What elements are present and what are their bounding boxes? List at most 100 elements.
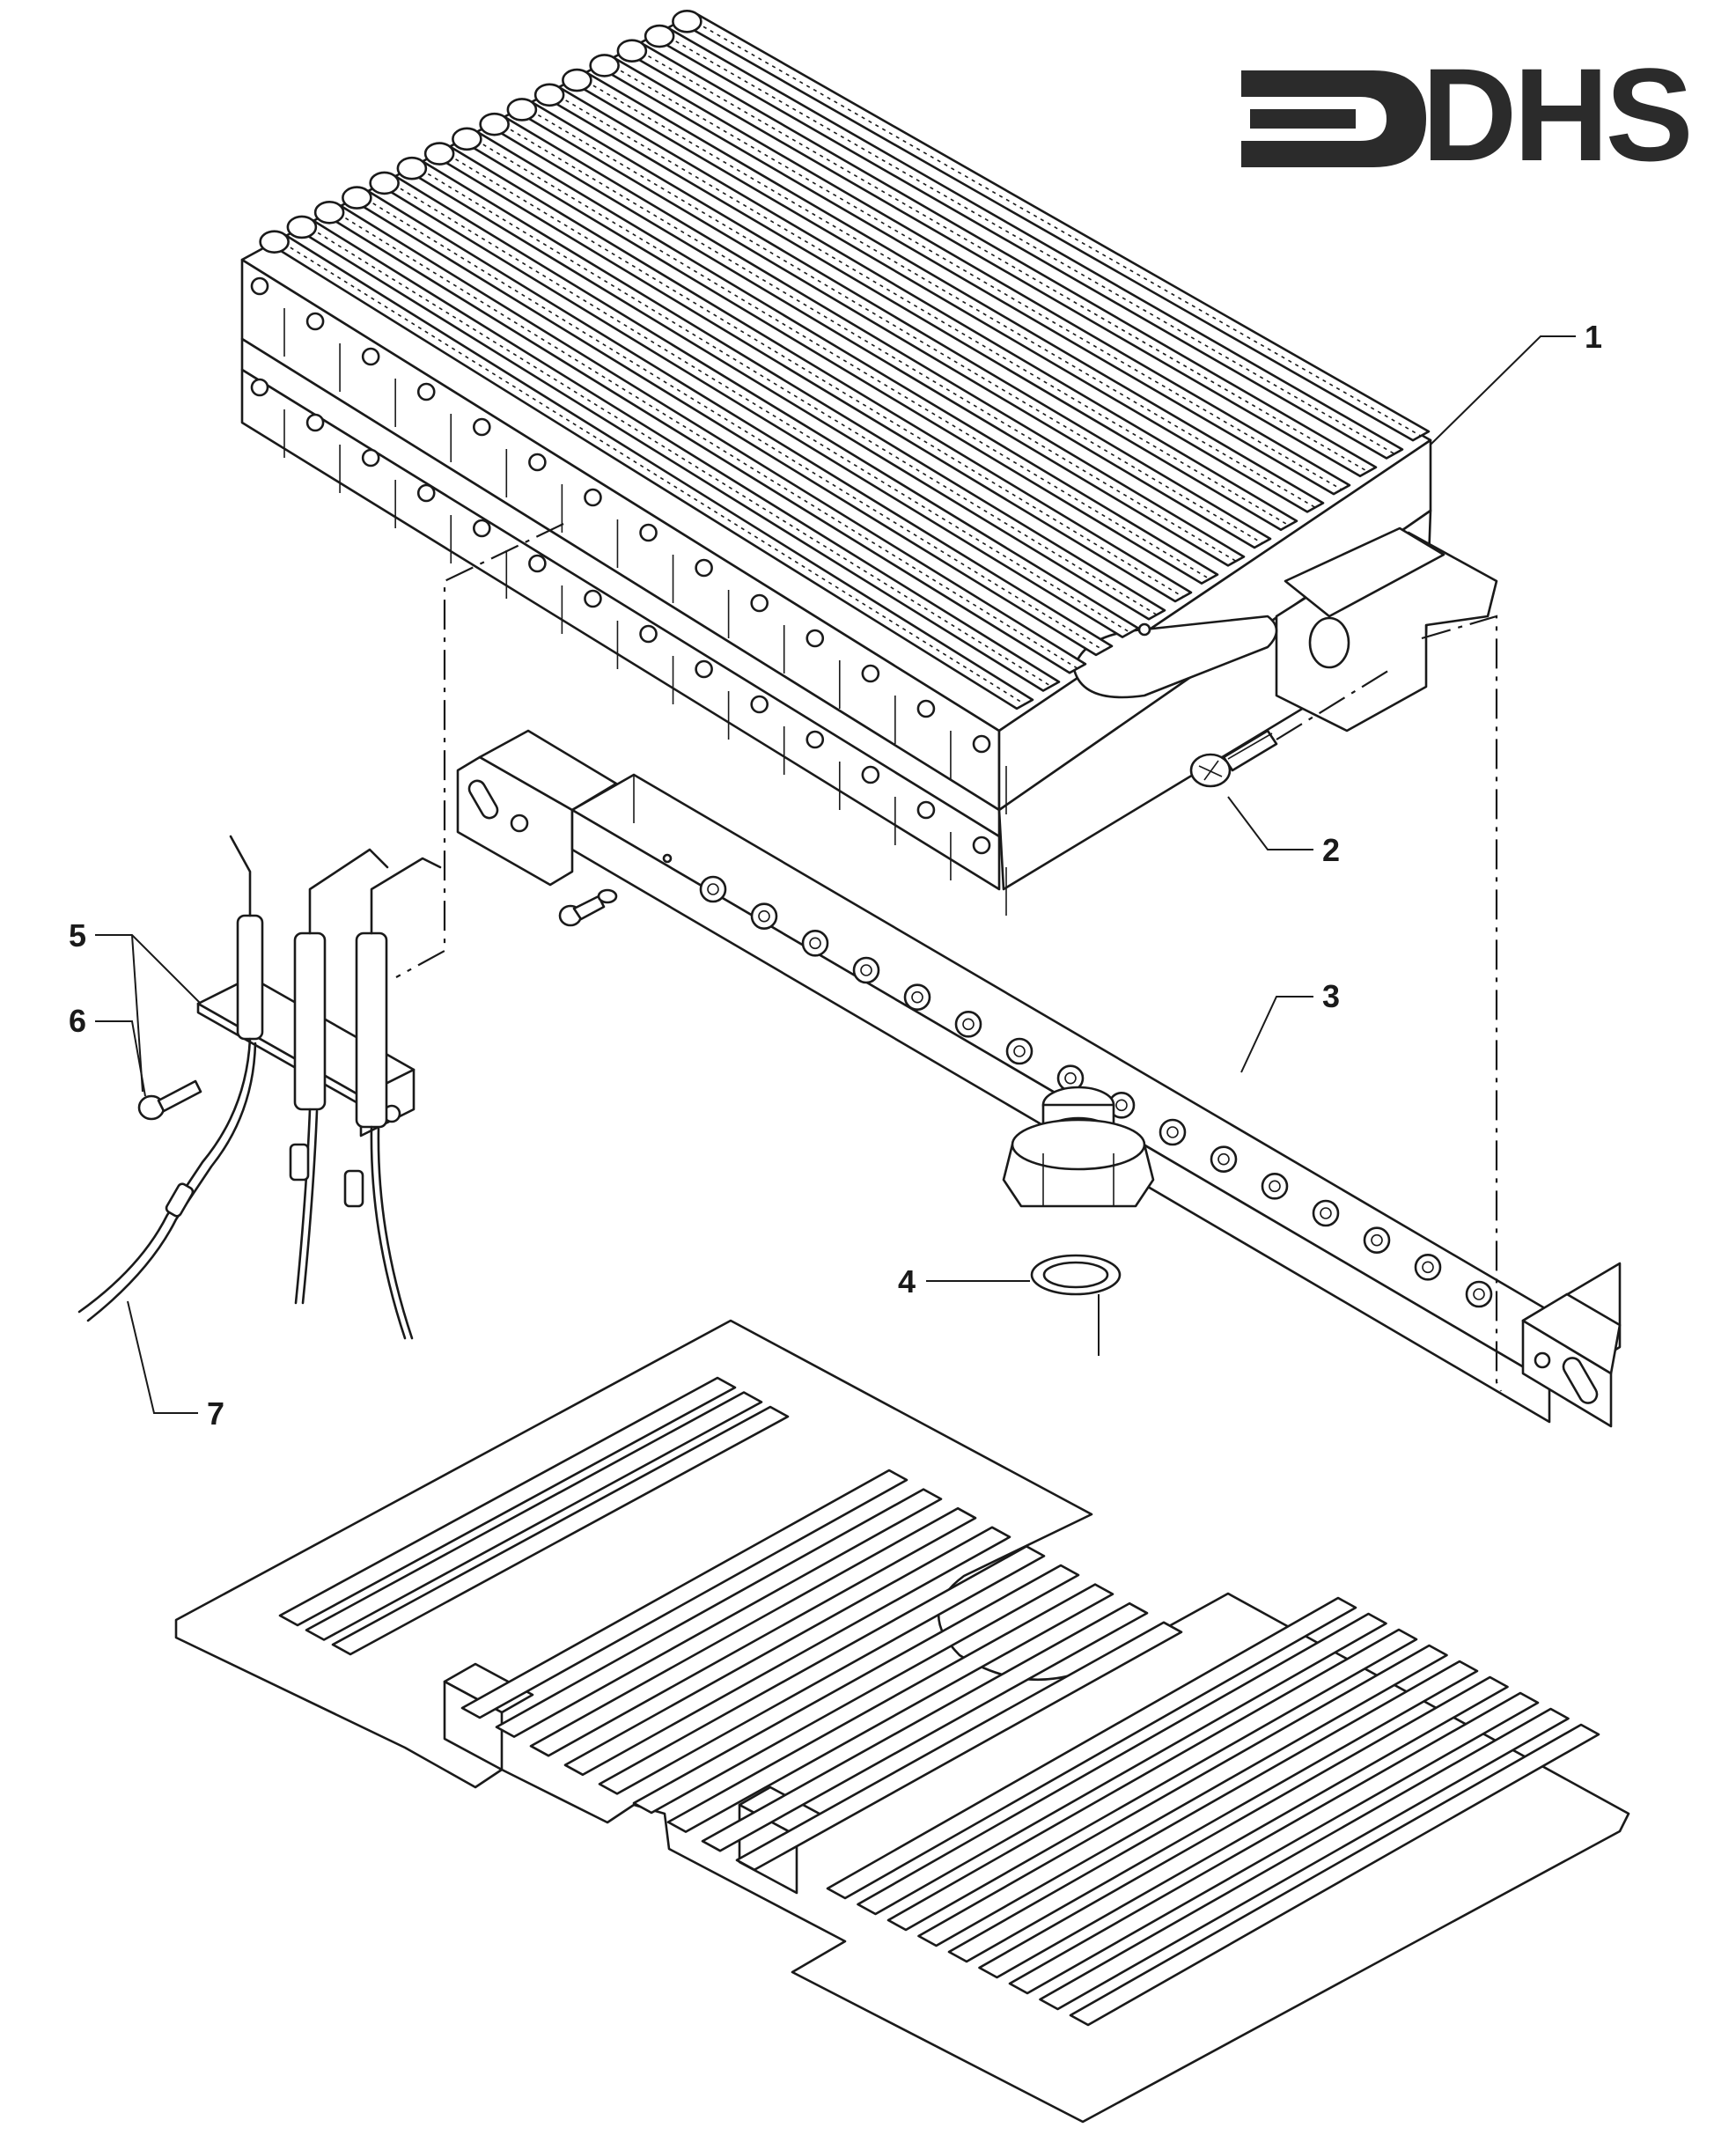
frame-hole — [361, 347, 380, 366]
plate-slot — [947, 1660, 1479, 1963]
burner-blade-ridge — [661, 33, 1395, 455]
plate-slot — [1039, 1707, 1570, 2011]
frame-hole — [916, 699, 936, 718]
injector-nut — [1159, 1118, 1187, 1146]
base-plate — [174, 1319, 1630, 2124]
injector-orifice — [1473, 1288, 1485, 1300]
injector-orifice — [1269, 1180, 1281, 1193]
burner-blade-nose — [562, 68, 592, 92]
burner-blade-ridge — [468, 136, 1210, 580]
frame-hole — [916, 800, 936, 820]
callout-labels: 1 2 3 4 5 6 7 — [69, 319, 1602, 1432]
burner-blade-ridge — [414, 165, 1158, 615]
plate-slot — [305, 1391, 763, 1641]
frame-hole — [250, 276, 269, 296]
frame-hole — [972, 836, 991, 855]
burner-blade-nose — [506, 98, 538, 121]
plate-slot — [978, 1675, 1509, 1979]
injector-nut — [1005, 1037, 1034, 1065]
frame-hole — [861, 664, 880, 683]
burner-blade-nose — [396, 156, 428, 180]
injector-orifice — [1320, 1207, 1332, 1219]
frame-hole — [473, 519, 491, 538]
frame-hole — [695, 558, 713, 578]
burner-blade-ridge — [634, 48, 1369, 473]
plate-slot — [529, 1506, 977, 1757]
injector-orifice — [1115, 1099, 1128, 1112]
base-plate-slots — [278, 1376, 1600, 2027]
plate-slot — [495, 1488, 943, 1738]
burner-blade-nose — [452, 127, 482, 151]
burner-blade-nose — [369, 171, 400, 195]
burner-blade-ridge — [688, 18, 1422, 437]
frame-hole — [528, 554, 547, 573]
injector-orifice — [1422, 1261, 1434, 1274]
burner-assembly — [240, 10, 1498, 916]
burner-side-holes — [250, 276, 1007, 916]
callout-2: 2 — [1322, 832, 1340, 868]
frame-hole — [361, 448, 380, 467]
screw-part-2 — [1189, 668, 1392, 788]
injector-nut — [1465, 1280, 1493, 1308]
electrode-assembly — [77, 835, 442, 1340]
plate-slot — [278, 1376, 737, 1627]
injector-orifice — [1013, 1045, 1026, 1057]
frame-hole — [305, 312, 325, 331]
injector-orifice — [1217, 1152, 1230, 1166]
burner-blade-nose — [644, 24, 675, 48]
plate-slot — [563, 1526, 1011, 1777]
injector-nut — [1414, 1254, 1442, 1281]
frame-hole — [750, 593, 769, 613]
burner-blade-ridge — [304, 224, 1052, 688]
injector-nut — [1363, 1226, 1391, 1254]
dhs-logo: DHS — [1241, 40, 1694, 188]
frame-hole — [528, 453, 547, 472]
plate-slot — [1069, 1723, 1600, 2027]
plate-slot — [917, 1644, 1448, 1947]
gas-manifold-part-3 — [456, 729, 1622, 1428]
logo-arrow-icon — [1241, 70, 1426, 167]
injector-orifice — [1371, 1233, 1383, 1247]
frame-hole — [416, 483, 436, 503]
injector-orifice — [707, 883, 719, 895]
alignment-lines — [395, 523, 1502, 1392]
callout-7: 7 — [207, 1395, 224, 1432]
burner-blade-ridge — [607, 62, 1342, 490]
callout-1: 1 — [1585, 319, 1602, 355]
injector-nut — [1312, 1199, 1340, 1227]
burner-blade-nose — [259, 230, 290, 254]
burner-blade-nose — [479, 112, 510, 136]
plate-slot — [857, 1612, 1387, 1916]
plate-slot — [666, 1583, 1114, 1833]
burner-blade-ridge — [358, 194, 1105, 652]
frame-hole — [250, 378, 269, 397]
injector-nut — [750, 902, 778, 930]
frame-hole — [584, 589, 602, 608]
injector-orifice — [758, 909, 770, 923]
frame-hole — [695, 659, 713, 679]
logo-wordmark: DHS — [1422, 40, 1690, 188]
injector-nut — [1261, 1173, 1289, 1200]
frame-hole — [972, 734, 991, 754]
burner-blade-ridge — [524, 106, 1263, 544]
frame-hole — [584, 488, 602, 507]
plate-slot — [1008, 1691, 1540, 1995]
callout-4: 4 — [898, 1263, 916, 1299]
plate-slot — [886, 1628, 1418, 1932]
frame-hole — [805, 629, 825, 648]
injector-nut — [699, 875, 727, 903]
plate-slot — [735, 1621, 1183, 1872]
burner-blade-nose — [672, 10, 702, 33]
frame-hole — [639, 523, 658, 542]
plate-slot — [701, 1601, 1149, 1852]
plate-slot — [331, 1405, 790, 1656]
injector-orifice — [1166, 1126, 1179, 1138]
burner-blades — [259, 10, 1431, 710]
injector-nozzles — [699, 875, 1493, 1308]
washer-part-4 — [1030, 1254, 1122, 1356]
burner-blade-nose — [423, 142, 455, 166]
injector-orifice — [860, 964, 872, 976]
callout-5: 5 — [69, 917, 86, 953]
frame-hole — [305, 413, 325, 432]
